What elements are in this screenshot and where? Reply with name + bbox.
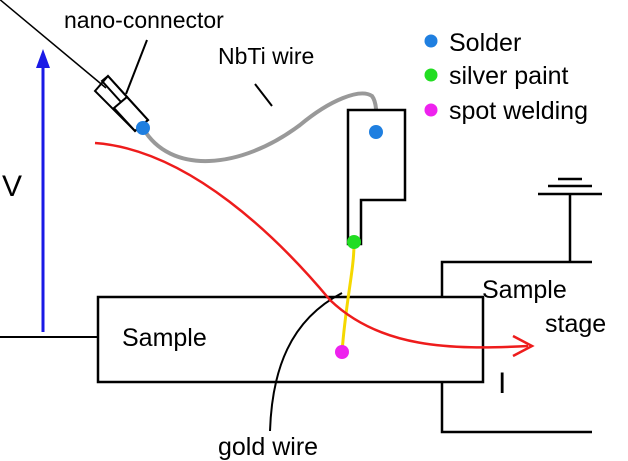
nano-connector-callout-line (125, 39, 148, 95)
solder-dot-connector (136, 121, 150, 135)
gold-wire-callout-line (269, 292, 343, 432)
sample-label: Sample (122, 324, 207, 352)
nano-connector-label: nano-connector (64, 7, 224, 33)
sample-stage-label-line1: Sample (482, 276, 567, 304)
gold-wire-line (340, 243, 356, 353)
sample-stage-label-line2: stage (545, 310, 606, 338)
nbti-wire-label: NbTi wire (218, 43, 314, 69)
current-path (94, 141, 529, 349)
current-arrowhead (512, 334, 535, 358)
legend-label-solder: Solder (449, 29, 521, 57)
spot-welding-dot (335, 345, 349, 359)
nbti-wire-callout-line (254, 83, 273, 107)
legend-marker-spot-welding (424, 103, 438, 117)
voltage-lead-wire (0, 0, 107, 89)
legend: Solder silver paint spot welding (424, 29, 588, 125)
ground-icon (538, 177, 602, 262)
legend-marker-solder (424, 34, 438, 48)
solder-dot-holder (369, 125, 383, 139)
nano-connector-icon (93, 74, 150, 133)
sample-box (96, 295, 485, 384)
voltage-arrowhead (36, 49, 50, 68)
legend-label-silver-paint: silver paint (449, 62, 569, 90)
legend-label-spot-welding: spot welding (449, 97, 588, 125)
current-label: I (498, 367, 506, 400)
voltage-label: V (2, 170, 22, 203)
gold-wire-label: gold wire (218, 433, 318, 461)
silver-paint-dot (347, 235, 361, 249)
legend-marker-silver-paint (424, 68, 438, 82)
nbti-wire (141, 91, 379, 164)
